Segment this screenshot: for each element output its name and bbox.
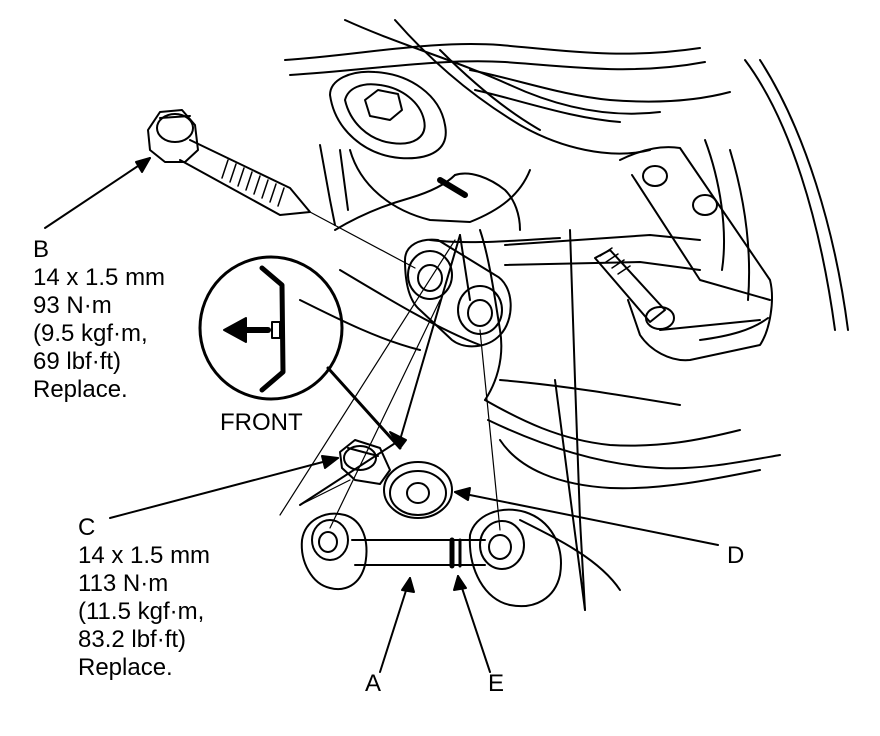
- callout-b-lbf: 69 lbf·ft): [33, 348, 122, 375]
- callout-b-kgf: (9.5 kgf·m,: [33, 320, 148, 347]
- callout-d-label: D: [727, 542, 745, 569]
- callout-b-size: 14 x 1.5 mm: [33, 264, 166, 291]
- callout-c-kgf: (11.5 kgf·m,: [78, 598, 205, 625]
- callout-c-size: 14 x 1.5 mm: [78, 542, 211, 569]
- callout-b-label: B 14 x 1.5 mm 93 N·m (9.5 kgf·m, 69 lbf·…: [33, 236, 165, 404]
- callout-c-lbf: 83.2 lbf·ft): [78, 626, 187, 653]
- callout-c-torque: 113 N·m: [78, 570, 169, 597]
- callout-b-note: Replace.: [33, 376, 128, 403]
- front-direction-arrow-icon: [223, 317, 271, 343]
- washer-d-graphic: [383, 461, 453, 519]
- chassis-outline: [284, 19, 849, 611]
- nut-c-graphic: [339, 439, 391, 485]
- callout-c-letter: C: [78, 514, 96, 541]
- bolt-b-graphic: [147, 109, 416, 269]
- front-label: FRONT: [220, 409, 303, 436]
- callout-c-label: C 14 x 1.5 mm 113 N·m (11.5 kgf·m, 83.2 …: [78, 514, 210, 682]
- callout-b-letter: B: [33, 236, 50, 263]
- mount-bracket: [404, 238, 512, 348]
- callout-c-note: Replace.: [78, 654, 173, 681]
- callout-a-label: A: [365, 670, 382, 697]
- trailing-arm-a-graphic: [279, 239, 562, 608]
- callout-e-label: E: [488, 670, 505, 697]
- callout-b-torque: 93 N·m: [33, 292, 112, 319]
- front-indicator-graphic: [198, 255, 407, 450]
- leader-lines: [44, 157, 719, 673]
